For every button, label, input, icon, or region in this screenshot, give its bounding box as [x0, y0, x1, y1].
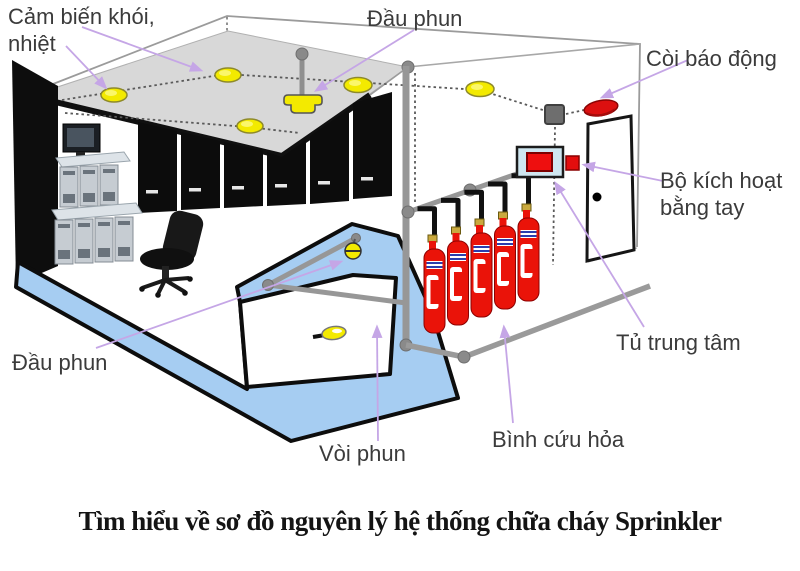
label-spray-nozzle: Vòi phun [319, 441, 406, 466]
workstation-equipment [51, 123, 143, 265]
extinguisher-icon [470, 218, 493, 318]
ball-sprinkler-icon [344, 238, 362, 260]
floor-nozzle-icon [312, 325, 347, 341]
manual-trigger-icon [565, 155, 580, 171]
annotation-arrows [65, 26, 689, 442]
alarm-siren-icon [583, 99, 619, 117]
label-manual-trigger-line2: bằng tay [660, 194, 745, 220]
cutaway-wall [12, 60, 58, 284]
label-manual-trigger-line1: Bộ kích hoạt [660, 168, 783, 193]
riser-pipe [399, 66, 651, 364]
control-cabinet-icon [515, 145, 565, 179]
floor-piping [262, 233, 407, 341]
label-smoke-heat-sensor-line1: Cảm biến khói, [8, 4, 155, 29]
label-smoke-heat-sensor: Cảm biến khói, nhiệt [8, 4, 155, 58]
smoke-heat-sensors [100, 67, 495, 134]
door [585, 114, 636, 263]
fire-extinguishers [423, 203, 540, 334]
smoke-sensor-icon [100, 87, 128, 103]
door-knob-icon [592, 192, 602, 202]
junction-box-icon [544, 104, 565, 125]
smoke-sensor-icon [214, 67, 242, 83]
extinguisher-icon [423, 234, 446, 334]
label-alarm-siren: Còi báo động [646, 46, 777, 71]
label-sprinkler-head-left: Đầu phun [12, 350, 108, 375]
extinguisher-icon [494, 211, 516, 310]
extinguisher-icon [517, 203, 540, 302]
smoke-sensor-icon [343, 76, 373, 94]
smoke-sensor-icon [465, 80, 495, 98]
raised-floor [14, 222, 460, 443]
label-smoke-heat-sensor-line2: nhiệt [8, 30, 56, 56]
smoke-sensor-icon [236, 118, 264, 134]
ceiling-sprinkler-icon [283, 47, 323, 114]
extinguisher-icon [447, 226, 469, 326]
label-fire-extinguisher: Bình cứu hỏa [492, 427, 625, 452]
floor-island [238, 273, 398, 389]
page-title: Tìm hiểu về sơ đồ nguyên lý hệ thống chữ… [78, 506, 722, 536]
label-manual-trigger: Bộ kích hoạt bằng tay [660, 168, 782, 222]
label-sprinkler-head-top: Đầu phun [367, 6, 463, 31]
office-chair [139, 210, 204, 298]
server-racks [138, 92, 392, 213]
label-control-cabinet: Tủ trung tâm [616, 330, 741, 355]
